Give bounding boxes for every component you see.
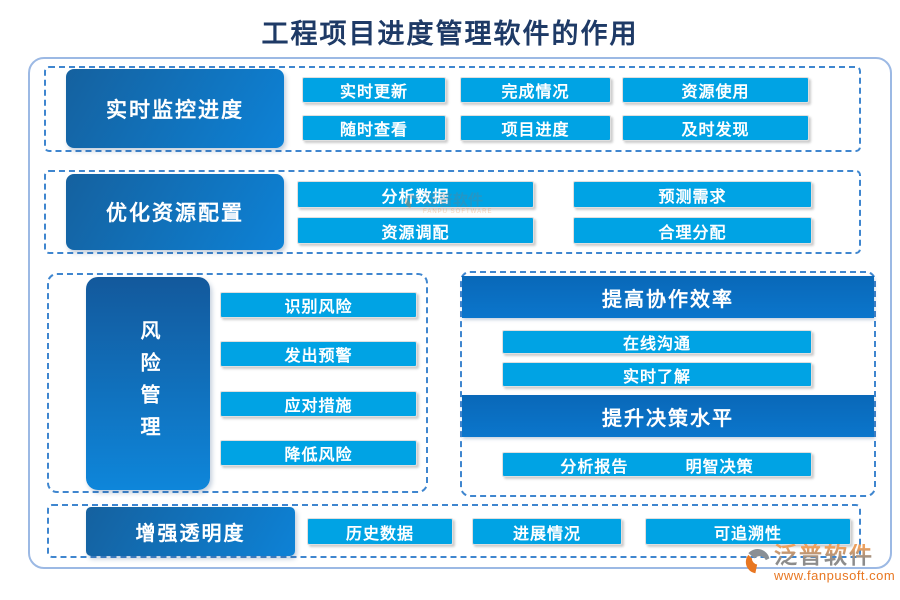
feature-response-measures: 应对措施 — [220, 391, 417, 417]
category-risk-management: 风险管理 — [86, 277, 210, 490]
category-resource-optimization: 优化资源配置 — [66, 174, 284, 250]
section-transparency — [47, 504, 861, 558]
feature-completion-status: 完成情况 — [460, 77, 611, 103]
feature-identify-risk: 识别风险 — [220, 292, 417, 318]
header-decision-level: 提升决策水平 — [462, 395, 874, 437]
feature-forecast-demand: 预测需求 — [573, 181, 812, 208]
diagram-frame — [28, 57, 892, 569]
feature-progress-status: 进展情况 — [472, 518, 622, 545]
feature-realtime-awareness: 实时了解 — [502, 362, 812, 387]
fanpu-logo: 泛普软件 www.fanpusoft.com — [744, 544, 895, 582]
feature-issue-warning: 发出预警 — [220, 341, 417, 367]
risk-label: 风险管理 — [137, 319, 159, 448]
page-title: 工程项目进度管理软件的作用 — [261, 19, 639, 49]
feature-project-progress: 项目进度 — [460, 115, 611, 141]
fanpu-brand-name: 泛普软件 — [774, 544, 895, 567]
feature-traceability: 可追溯性 — [645, 518, 851, 545]
header-collaboration-efficiency: 提高协作效率 — [462, 276, 874, 318]
feature-online-communication: 在线沟通 — [502, 330, 812, 354]
category-realtime-monitoring: 实时监控进度 — [66, 69, 284, 148]
section-collaboration-decision — [460, 271, 876, 497]
feature-historical-data: 历史数据 — [307, 518, 453, 545]
feature-resource-dispatch: 资源调配 — [297, 217, 534, 244]
section-monitor — [44, 66, 861, 152]
category-enhanced-transparency: 增强透明度 — [86, 507, 295, 556]
feature-view-anytime: 随时查看 — [302, 115, 446, 141]
feature-reduce-risk: 降低风险 — [220, 440, 417, 466]
feature-resource-usage: 资源使用 — [622, 77, 809, 103]
feature-analysis-report: 分析报告 — [560, 458, 629, 476]
section-risk — [47, 273, 428, 493]
feature-analyze-data: 分析数据 — [297, 181, 534, 208]
section-resource — [44, 170, 861, 254]
feature-timely-discovery: 及时发现 — [622, 115, 809, 141]
feature-wise-decision: 明智决策 — [685, 458, 754, 476]
fanpu-website: www.fanpusoft.com — [774, 568, 896, 583]
feature-decision-bar: 分析报告 明智决策 — [502, 452, 812, 477]
feature-reasonable-allocation: 合理分配 — [573, 217, 812, 244]
feature-realtime-update: 实时更新 — [302, 77, 446, 103]
fanpu-logo-icon — [744, 547, 772, 580]
